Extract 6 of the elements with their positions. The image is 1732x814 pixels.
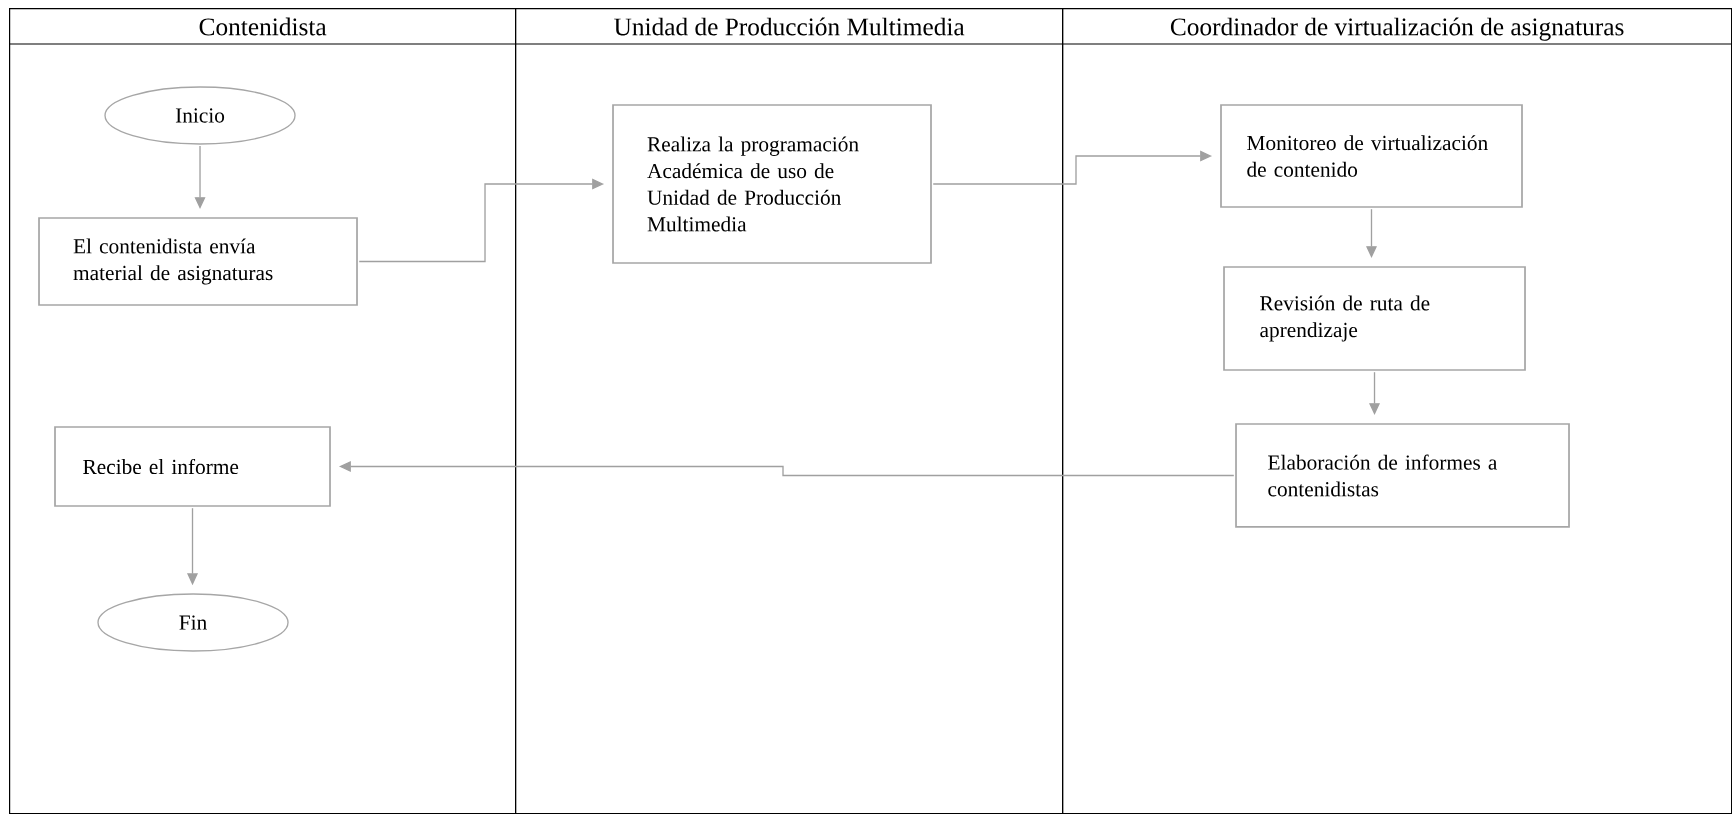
process-box: Recibe el informe	[54, 426, 331, 507]
process-box: Monitoreo de virtualización de contenido	[1220, 104, 1523, 208]
process-box: El contenidista envía material de asignaturas	[38, 217, 358, 306]
process-box: Realiza la programación Académica de uso de Unidad de Producción Multimedia	[612, 104, 932, 264]
process-box: Revisión de ruta de aprendizaje	[1223, 266, 1526, 371]
process-box: Elaboración de informes a contenidistas	[1235, 423, 1570, 528]
